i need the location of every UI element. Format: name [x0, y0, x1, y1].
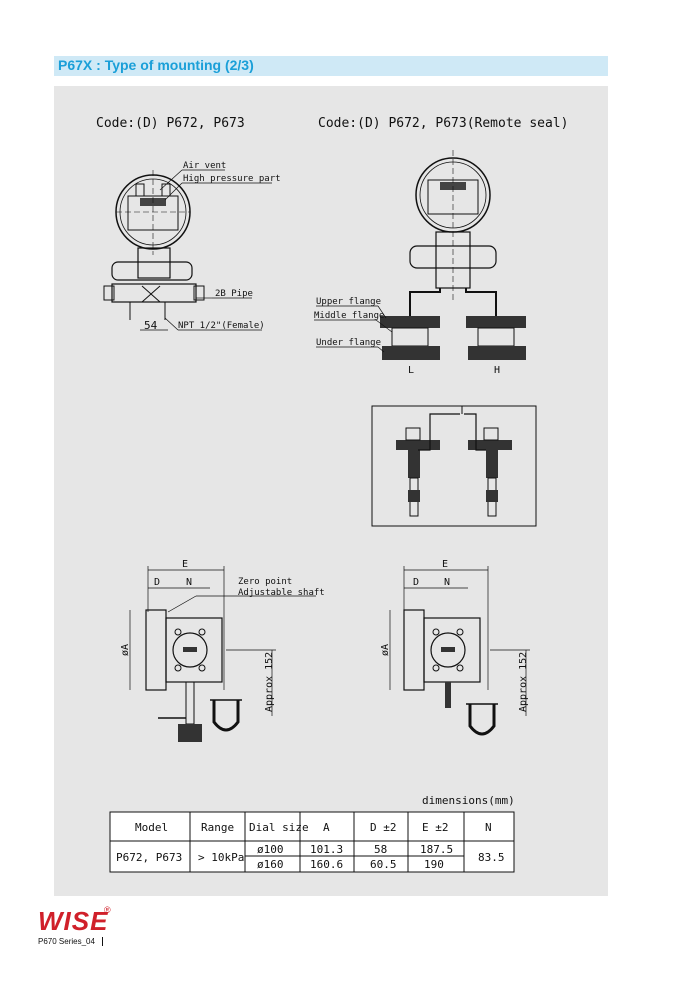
table-cell-a-1: 101.3 — [310, 843, 343, 856]
label-pipe: 2B Pipe — [215, 289, 253, 299]
section-title-bar: P67X : Type of mounting (2/3) — [54, 56, 608, 76]
side-right-e: E — [442, 559, 448, 570]
code-label-remote: Code:(D) P672, P673(Remote seal) — [318, 116, 568, 131]
label-under-flange: Under flange — [316, 338, 381, 348]
label-adjustable-shaft: Adjustable shaft — [238, 588, 325, 598]
pipe-shape — [111, 261, 193, 281]
label-high-pressure: High pressure part — [183, 174, 281, 184]
table-header-dial: Dial size — [249, 821, 309, 834]
table-header-d: D ±2 — [370, 821, 397, 834]
table-cell-e-1: 187.5 — [420, 843, 453, 856]
table-cell-a-2: 160.6 — [310, 858, 343, 871]
code-label-direct: Code:(D) P672, P673 — [96, 116, 245, 131]
label-low: L — [408, 365, 414, 376]
diagram-remote-seal: Code:(D) P672, P673(Remote seal) L H Upp… — [314, 116, 568, 376]
table-cell-d-2: 60.5 — [370, 858, 397, 871]
table-cell-range: > 10kPa — [198, 851, 244, 864]
table-cell-dial-1: ø100 — [257, 843, 284, 856]
dim-54: 54 — [144, 319, 158, 332]
side-left-approx: Approx 152 — [264, 652, 275, 712]
registered-mark: ® — [104, 905, 111, 915]
table-header-a: A — [323, 821, 330, 834]
side-left-dia-a: øA — [120, 644, 131, 656]
table-cell-dial-2: ø160 — [257, 858, 284, 871]
label-air-vent: Air vent — [183, 161, 226, 171]
label-zero-point: Zero point — [238, 577, 292, 587]
side-right-n: N — [444, 577, 450, 588]
side-right-dia-a: øA — [380, 644, 391, 656]
table-cell-d-1: 58 — [374, 843, 387, 856]
dimensions-table: dimensions(mm) Model Range Dial size A D… — [109, 794, 515, 873]
table-cell-e-2: 190 — [424, 858, 444, 871]
side-view-right: E D N øA Approx 152 — [380, 559, 530, 736]
section-title: P67X : Type of mounting (2/3) — [58, 57, 254, 73]
page-number: P670 Series_04 — [38, 937, 95, 946]
detail-box — [371, 405, 537, 527]
brand-logo: WISE — [38, 906, 109, 936]
table-caption: dimensions(mm) — [422, 794, 515, 807]
table-header-model: Model — [135, 821, 168, 834]
diagram-direct-mount: Code:(D) P672, P673 54 Air vent High pre… — [96, 116, 281, 332]
side-left-n: N — [186, 577, 192, 588]
side-view-left: E D N øA Approx 152 Zero point Adjustabl… — [120, 559, 325, 742]
label-upper-flange: Upper flange — [316, 297, 381, 307]
label-npt: NPT 1/2"(Female) — [178, 321, 265, 331]
side-left-e: E — [182, 559, 188, 570]
label-middle-flange: Middle flange — [314, 311, 384, 321]
table-header-n: N — [485, 821, 492, 834]
side-right-approx: Approx 152 — [518, 652, 529, 712]
side-left-d: D — [154, 577, 160, 588]
table-header-range: Range — [201, 821, 234, 834]
side-right-d: D — [413, 577, 419, 588]
table-cell-n: 83.5 — [478, 851, 505, 864]
footer-divider — [102, 937, 103, 946]
table-header-e: E ±2 — [422, 821, 449, 834]
label-high: H — [494, 365, 500, 376]
table-cell-model: P672, P673 — [116, 851, 182, 864]
